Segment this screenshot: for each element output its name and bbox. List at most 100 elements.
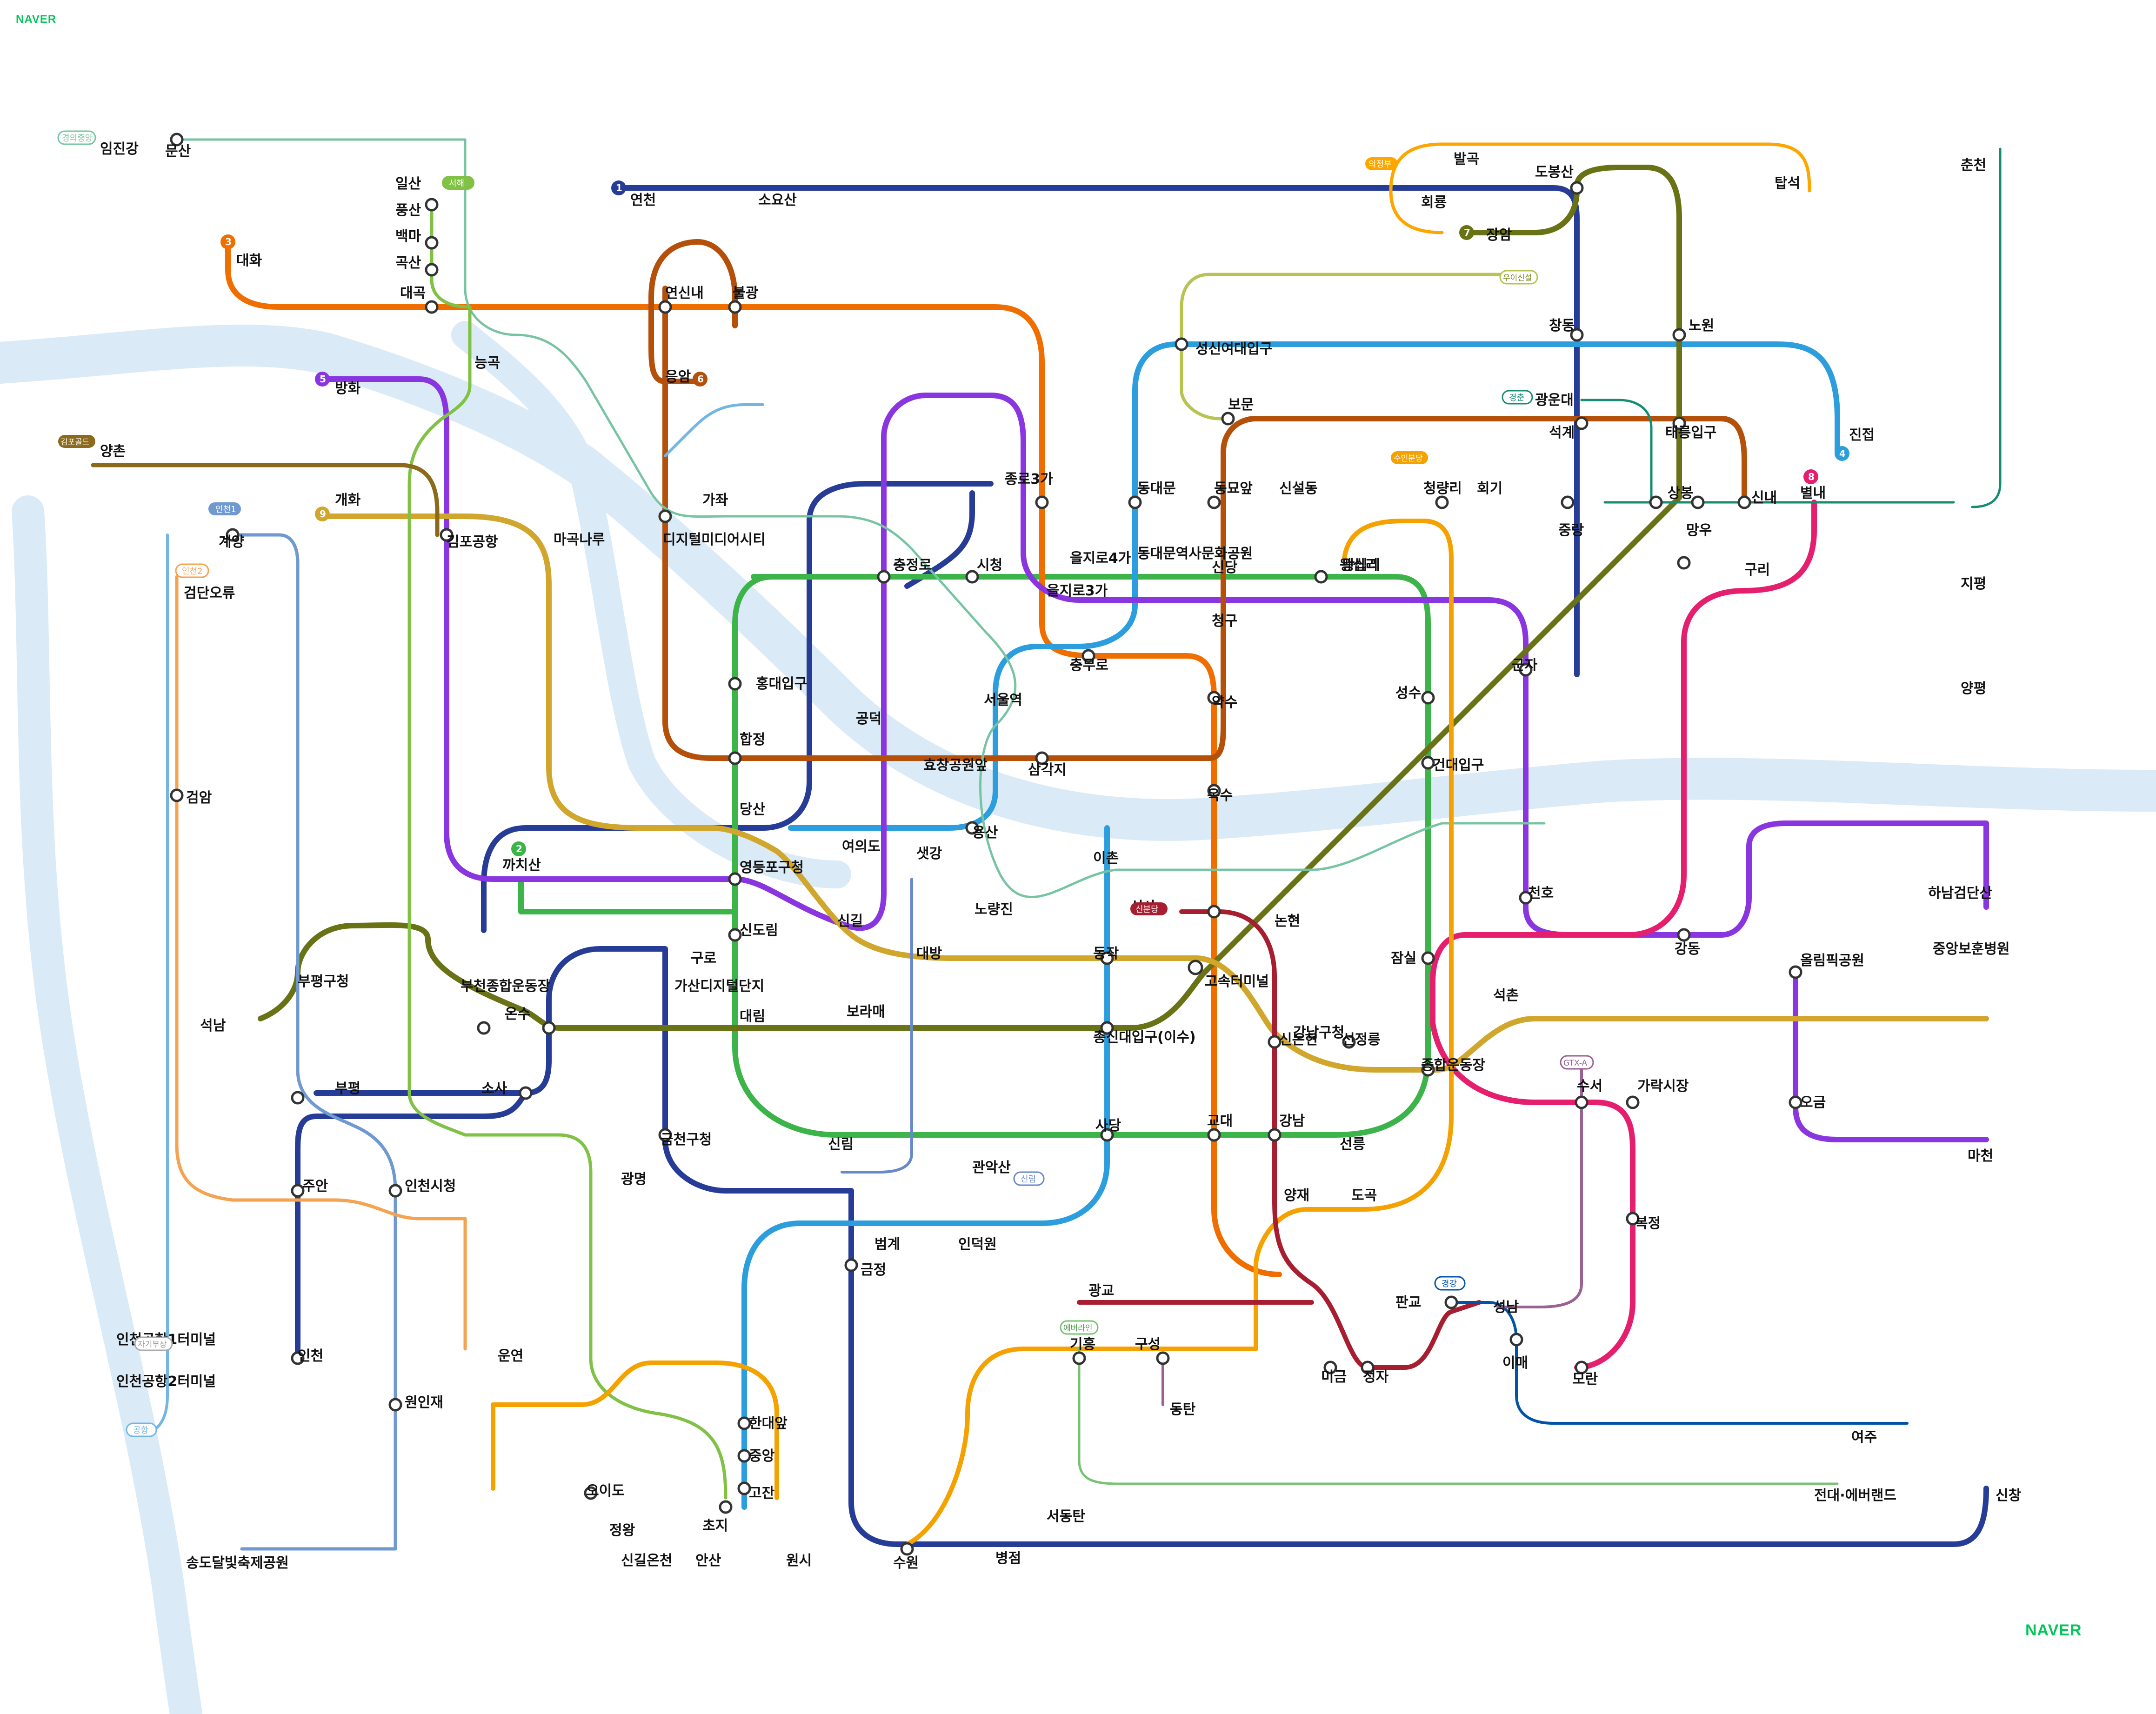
- station-marker[interactable]: [1207, 691, 1221, 705]
- station-marker[interactable]: [1128, 495, 1142, 509]
- station-marker[interactable]: [1100, 951, 1114, 965]
- station-marker[interactable]: [658, 300, 672, 314]
- station-marker[interactable]: [1575, 1361, 1589, 1374]
- station-marker[interactable]: [425, 300, 439, 314]
- station-marker[interactable]: [388, 1398, 402, 1412]
- station-marker[interactable]: [728, 751, 742, 765]
- station-marker[interactable]: [1221, 412, 1235, 426]
- station-marker[interactable]: [1421, 756, 1435, 770]
- station-marker[interactable]: [1649, 495, 1663, 509]
- station-marker[interactable]: [1672, 416, 1686, 430]
- station-marker[interactable]: [1575, 416, 1589, 430]
- station-marker[interactable]: [1626, 1212, 1640, 1226]
- station-marker[interactable]: [1072, 1351, 1086, 1365]
- station-label: 주안: [302, 1178, 328, 1194]
- station-marker[interactable]: [226, 528, 240, 542]
- station-marker[interactable]: [737, 1416, 751, 1430]
- station-marker[interactable]: [1207, 495, 1221, 509]
- station-marker[interactable]: [1323, 1361, 1337, 1374]
- station-marker[interactable]: [1035, 751, 1049, 765]
- station-marker[interactable]: [1435, 495, 1449, 509]
- station-marker[interactable]: [1081, 649, 1095, 663]
- station-marker[interactable]: [440, 528, 454, 542]
- station-label: 효창공원앞: [923, 757, 988, 774]
- station-marker[interactable]: [1342, 1035, 1356, 1049]
- station-marker[interactable]: [1207, 784, 1221, 798]
- tag-seohae: 서해: [442, 176, 474, 190]
- station-marker[interactable]: [1268, 1128, 1282, 1142]
- station-label: 대화: [236, 253, 262, 269]
- station-label: 동탄: [1170, 1401, 1196, 1418]
- station-label: 동대문역사문화공원: [1137, 546, 1253, 562]
- station-marker[interactable]: [1677, 556, 1691, 570]
- station-marker[interactable]: [1421, 691, 1435, 705]
- station-marker[interactable]: [737, 1481, 751, 1495]
- station-marker[interactable]: [1561, 495, 1575, 509]
- station-marker[interactable]: [291, 1351, 305, 1365]
- station-marker[interactable]: [584, 1486, 598, 1500]
- station-marker[interactable]: [1207, 1128, 1221, 1142]
- station-marker[interactable]: [1035, 495, 1049, 509]
- station-marker[interactable]: [170, 788, 184, 802]
- station-marker[interactable]: [1519, 663, 1533, 677]
- station-marker[interactable]: [1509, 1333, 1523, 1347]
- station-marker[interactable]: [728, 928, 742, 942]
- station-marker[interactable]: [477, 1021, 491, 1035]
- station-marker[interactable]: [291, 1091, 305, 1105]
- station-marker[interactable]: [1100, 1021, 1114, 1035]
- station-marker[interactable]: [1421, 951, 1435, 965]
- station-marker[interactable]: [728, 677, 742, 691]
- line-4-badge: 4: [1835, 446, 1849, 461]
- station-marker[interactable]: [1677, 928, 1691, 942]
- station-marker[interactable]: [425, 263, 439, 277]
- station-marker[interactable]: [1672, 328, 1686, 342]
- station-marker[interactable]: [1570, 181, 1584, 195]
- station-marker[interactable]: [170, 133, 184, 147]
- station-marker[interactable]: [1575, 1095, 1589, 1109]
- station-marker[interactable]: [1361, 1361, 1375, 1374]
- station-marker[interactable]: [1789, 1095, 1802, 1109]
- station-marker[interactable]: [1268, 1035, 1282, 1049]
- lines-layer: [91, 138, 2002, 1551]
- station-marker[interactable]: [542, 1021, 556, 1035]
- station-marker[interactable]: [877, 570, 891, 584]
- station-label: 검암: [186, 790, 212, 806]
- station-marker[interactable]: [728, 300, 742, 314]
- station-marker[interactable]: [965, 570, 979, 584]
- station-marker[interactable]: [1570, 328, 1584, 342]
- station-marker[interactable]: [1421, 1063, 1435, 1077]
- station-marker[interactable]: [658, 1128, 672, 1142]
- station-marker[interactable]: [425, 236, 439, 250]
- station-marker[interactable]: [1188, 960, 1203, 975]
- station-marker[interactable]: [425, 198, 439, 212]
- station-marker[interactable]: [900, 1542, 914, 1556]
- station-marker[interactable]: [1314, 570, 1328, 584]
- station-marker[interactable]: [1626, 1095, 1640, 1109]
- station-label: 중앙보훈병원: [1933, 941, 2010, 957]
- station-label: 인천공항2터미널: [116, 1374, 216, 1390]
- station-marker[interactable]: [1691, 495, 1705, 509]
- station-marker[interactable]: [1156, 1351, 1170, 1365]
- station-marker[interactable]: [728, 872, 742, 886]
- station-marker[interactable]: [844, 1258, 858, 1272]
- station-marker[interactable]: [1737, 495, 1751, 509]
- station-marker[interactable]: [519, 1086, 533, 1100]
- station-marker[interactable]: [1444, 1295, 1458, 1309]
- station-label: 상봉: [1668, 485, 1693, 501]
- station-marker[interactable]: [388, 1184, 402, 1198]
- station-marker[interactable]: [1789, 965, 1802, 979]
- station-marker[interactable]: [658, 509, 672, 523]
- station-label: 당산: [740, 801, 766, 818]
- station-marker[interactable]: [965, 821, 979, 835]
- station-marker[interactable]: [737, 1449, 751, 1463]
- tag-ui: 우이신설: [1499, 270, 1538, 285]
- station-marker[interactable]: [1100, 1128, 1114, 1142]
- station-marker[interactable]: [1175, 337, 1188, 351]
- station-label: 잠실: [1391, 950, 1416, 967]
- station-marker[interactable]: [1519, 891, 1533, 905]
- station-marker[interactable]: [1207, 905, 1221, 919]
- station-label: 별내: [1800, 485, 1826, 501]
- station-marker[interactable]: [291, 1184, 305, 1198]
- station-marker[interactable]: [719, 1500, 733, 1514]
- line-everline: [1078, 1347, 1839, 1485]
